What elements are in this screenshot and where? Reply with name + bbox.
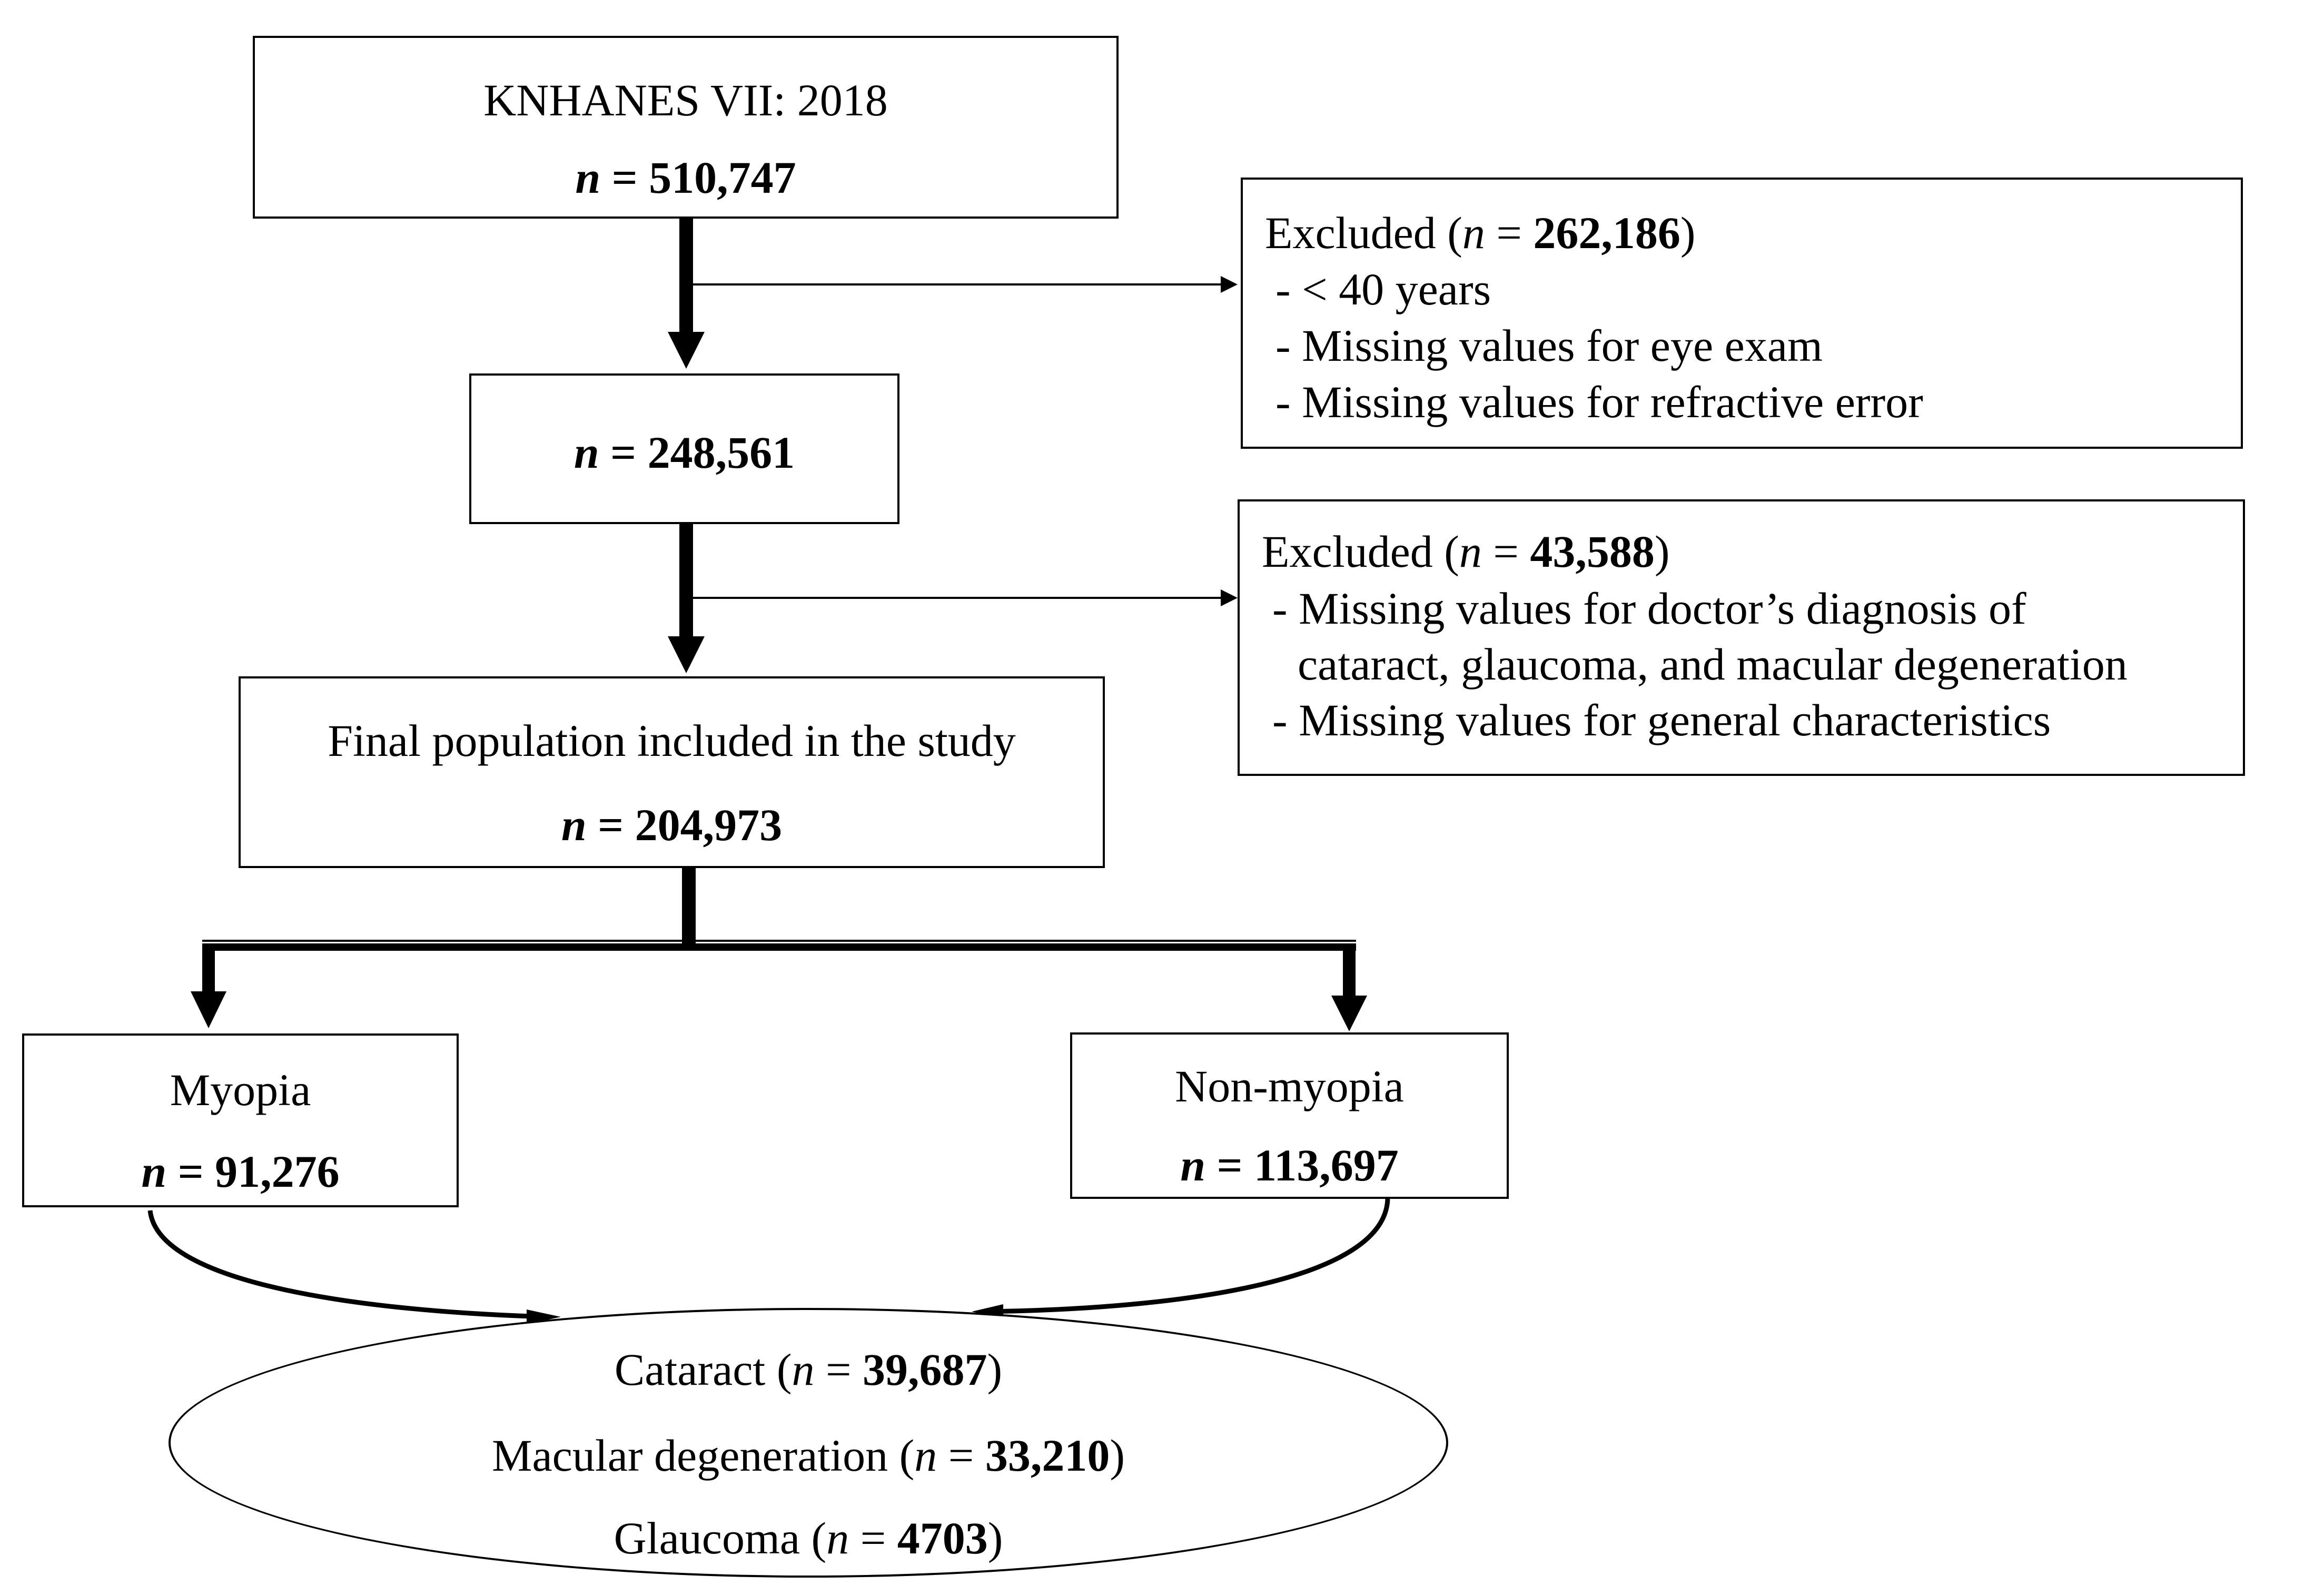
arrowhead-2 [668, 636, 705, 673]
exclusion-2-heading: Excluded (n = 43,588) [1262, 526, 1670, 577]
non-myopia-title: Non-myopia [1175, 1061, 1404, 1111]
non-myopia-count: n = 113,697 [1180, 1140, 1399, 1190]
source-count: n = 510,747 [575, 152, 796, 203]
arrowhead-right [1331, 996, 1367, 1031]
exclusion-1-item: - Missing values for eye exam [1275, 320, 1823, 371]
exclusion-2-item: - Missing values for general characteris… [1272, 695, 2051, 745]
exclusion-box-1: Excluded (n = 262,186) - < 40 years - Mi… [1241, 178, 2243, 449]
exclusion-1-heading: Excluded (n = 262,186) [1265, 208, 1696, 258]
outcome-glaucoma: Glaucoma (n = 4703) [614, 1513, 1003, 1563]
final-population-box: Final population included in the study n… [239, 676, 1105, 868]
myopia-title: Myopia [170, 1065, 311, 1115]
eligible-count: n = 248,561 [573, 427, 795, 478]
exclusion-2-item: cataract, glaucoma, and macular degenera… [1298, 639, 2128, 690]
curve-nonmyopia-to-outcomes [984, 1198, 1390, 1314]
non-myopia-box: Non-myopia n = 113,697 [1070, 1032, 1509, 1199]
outcome-cataract: Cataract (n = 39,687) [614, 1344, 1003, 1395]
myopia-box: Myopia n = 91,276 [22, 1033, 459, 1207]
source-population-box: KNHANES VII: 2018 n = 510,747 [253, 36, 1119, 219]
final-title: Final population included in the study [328, 715, 1016, 766]
arrowhead-left [191, 991, 226, 1028]
exclusion-box-2: Excluded (n = 43,588) - Missing values f… [1238, 499, 2245, 776]
exclusion-1-item: - Missing values for refractive error [1275, 377, 1923, 427]
final-count: n = 204,973 [561, 800, 783, 850]
exclusion-arrowhead-1 [1221, 276, 1238, 293]
arrowhead-1 [668, 332, 705, 369]
exclusion-1-item: - < 40 years [1275, 264, 1491, 314]
eligible-population-box: n = 248,561 [469, 373, 899, 524]
source-title: KNHANES VII: 2018 [483, 75, 888, 125]
curve-myopia-to-outcomes [147, 1210, 548, 1320]
myopia-count: n = 91,276 [141, 1146, 340, 1197]
outcome-macular-degeneration: Macular degeneration (n = 33,210) [492, 1430, 1125, 1481]
outcomes-ellipse: Cataract (n = 39,687) Macular degenerati… [169, 1308, 1448, 1578]
exclusion-arrowhead-2 [1221, 589, 1238, 606]
exclusion-2-item: - Missing values for doctor’s diagnosis … [1272, 583, 2026, 634]
